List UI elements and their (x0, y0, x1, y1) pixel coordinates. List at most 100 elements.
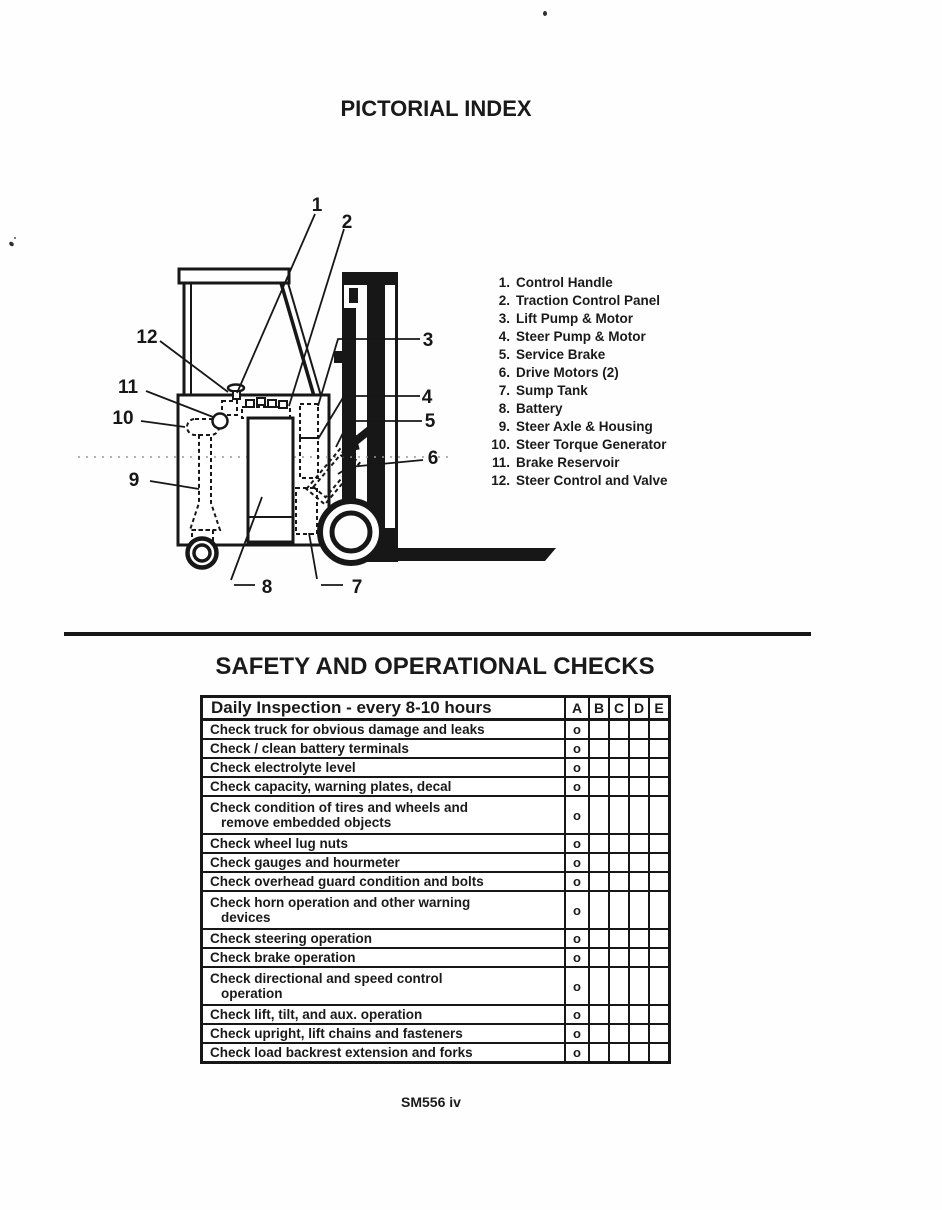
legend-item-number: 10. (491, 437, 510, 452)
callout-4: 4 (422, 387, 433, 408)
legend-item: 6.Drive Motors (2) (482, 364, 668, 382)
legend-item: 4.Steer Pump & Motor (482, 328, 668, 346)
check-cell-b (588, 968, 608, 1004)
check-cell-a: o (564, 1025, 588, 1042)
check-cell-c (608, 835, 628, 852)
check-description-line: operation (221, 986, 283, 1001)
check-cell-d (628, 740, 648, 757)
check-cell-d (628, 968, 648, 1004)
check-cell-a: o (564, 873, 588, 890)
check-cell-e (648, 968, 668, 1004)
check-cell-a: o (564, 1044, 588, 1061)
table-row: Check truck for obvious damage and leaks… (203, 721, 668, 740)
check-cell-b (588, 892, 608, 928)
check-cell-e (648, 721, 668, 738)
callout-3: 3 (423, 330, 434, 351)
check-description-line: Check truck for obvious damage and leaks (210, 722, 485, 737)
check-description-line: Check lift, tilt, and aux. operation (210, 1007, 423, 1022)
control-panel-details (211, 383, 288, 430)
check-description-line: Check condition of tires and wheels and (210, 800, 469, 815)
scan-artifact (543, 11, 547, 16)
column-header-a: A (564, 698, 588, 718)
table-row: Check wheel lug nuts o (203, 835, 668, 854)
check-cell-d (628, 1044, 648, 1061)
check-cell-e (648, 892, 668, 928)
column-header-b: B (588, 698, 608, 718)
overhead-guard (177, 267, 322, 397)
check-cell-b (588, 740, 608, 757)
check-cell-c (608, 1044, 628, 1061)
legend-item-number: 3. (498, 311, 510, 326)
check-cell-a: o (564, 721, 588, 738)
legend-item: 12.Steer Control and Valve (482, 472, 668, 490)
check-cell-c (608, 892, 628, 928)
table-row: Check overhead guard condition and bolts… (203, 873, 668, 892)
check-cell-b (588, 778, 608, 795)
check-cell-c (608, 797, 628, 833)
check-cell-c (608, 778, 628, 795)
check-cell-d (628, 892, 648, 928)
check-description: Check electrolyte level (203, 759, 564, 776)
check-description: Check load backrest extension and forks (203, 1044, 564, 1061)
legend-item-number: 11. (491, 455, 510, 470)
callout-10: 10 (112, 408, 133, 429)
column-header-e: E (648, 698, 668, 718)
check-description-line: Check overhead guard condition and bolts (210, 874, 484, 889)
legend-item-number: 7. (498, 383, 510, 398)
brake-arrow (340, 424, 375, 453)
check-cell-e (648, 1025, 668, 1042)
check-cell-c (608, 1006, 628, 1023)
callout-1: 1 (312, 195, 323, 216)
check-cell-a: o (564, 797, 588, 833)
check-description-line: Check electrolyte level (210, 760, 356, 775)
battery (246, 416, 295, 544)
legend-item-label: Drive Motors (2) (516, 365, 619, 380)
check-cell-e (648, 740, 668, 757)
check-description-line: remove embedded objects (221, 815, 392, 830)
check-cell-c (608, 873, 628, 890)
check-cell-d (628, 797, 648, 833)
table-row: Check steering operation o (203, 930, 668, 949)
check-description-line: Check horn operation and other warning (210, 895, 471, 910)
check-cell-a: o (564, 949, 588, 966)
check-description: Check steering operation (203, 930, 564, 947)
forklift-diagram: 1 2 3 4 5 6 7 8 9 10 11 12 (78, 195, 556, 598)
check-cell-b (588, 1044, 608, 1061)
check-cell-c (608, 740, 628, 757)
legend-item-label: Steer Axle & Housing (516, 419, 653, 434)
legend-item-label: Brake Reservoir (516, 455, 620, 470)
check-cell-b (588, 854, 608, 871)
leader-lines (140, 213, 424, 586)
check-description: Check overhead guard condition and bolts (203, 873, 564, 890)
check-description-line: Check steering operation (210, 931, 373, 946)
legend-item: 8.Battery (482, 400, 668, 418)
table-row: Check brake operation o (203, 949, 668, 968)
check-cell-d (628, 854, 648, 871)
check-cell-c (608, 759, 628, 776)
legend-item-number: 4. (498, 329, 510, 344)
legend-item-label: Steer Control and Valve (516, 473, 668, 488)
legend-item: 10.Steer Torque Generator (482, 436, 668, 454)
check-cell-d (628, 930, 648, 947)
check-description: Check lift, tilt, and aux. operation (203, 1006, 564, 1023)
page-footer: SM556 iv (401, 1094, 461, 1110)
check-cell-a: o (564, 930, 588, 947)
legend-item: 11. Brake Reservoir (482, 454, 668, 472)
check-cell-c (608, 721, 628, 738)
check-cell-d (628, 873, 648, 890)
check-cell-b (588, 835, 608, 852)
check-cell-a: o (564, 835, 588, 852)
check-description-line: Check wheel lug nuts (210, 836, 349, 851)
check-description: Check upright, lift chains and fasteners (203, 1025, 564, 1042)
check-description: Check brake operation (203, 949, 564, 966)
check-cell-d (628, 1025, 648, 1042)
check-description-line: Check brake operation (210, 950, 356, 965)
